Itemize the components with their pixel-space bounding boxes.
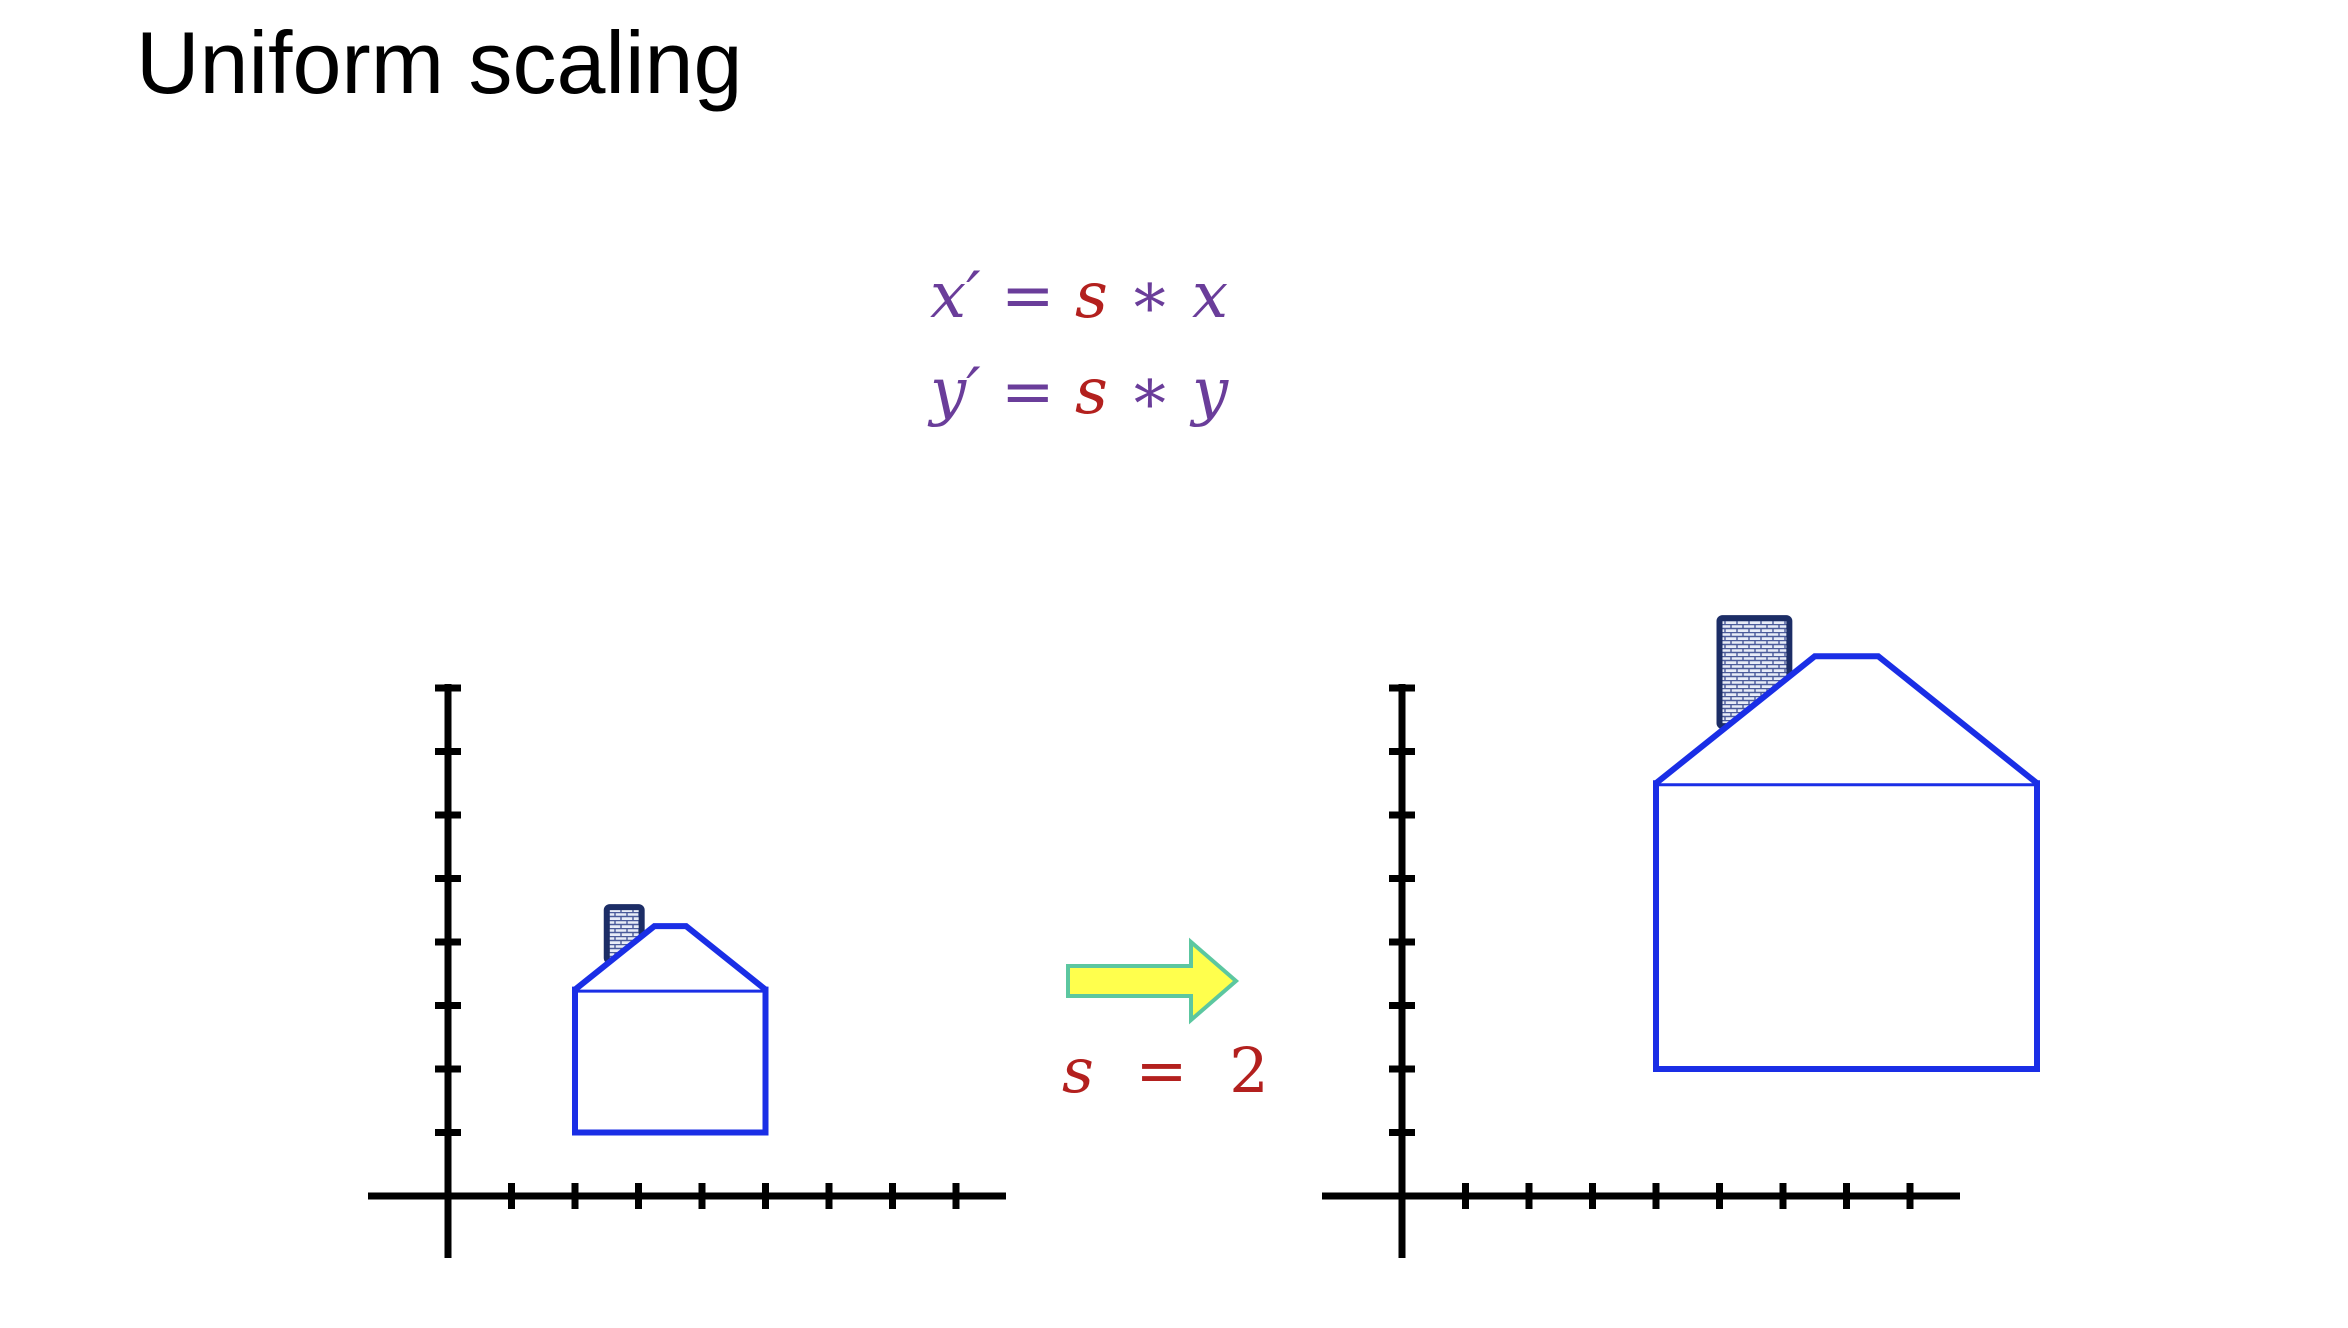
scaled-plot [1322, 615, 2040, 1258]
scale-factor-equals: = [1136, 1034, 1188, 1107]
equation-y-equals: = [1001, 355, 1055, 429]
equation-y-rhs: y [1192, 355, 1229, 429]
equation-y-scale: s [1075, 355, 1108, 429]
equation-x-times: ∗ [1128, 259, 1172, 333]
original-house-roof [573, 923, 768, 992]
equation-x-equals: = [1000, 259, 1055, 333]
scale-factor-value: 2 [1229, 1034, 1268, 1107]
scaling-equations: x′ = s ∗ x y′ = s ∗ y [930, 248, 1350, 440]
scaled-house-body [1653, 780, 2040, 1072]
equation-y: y′ = s ∗ y [930, 344, 1350, 440]
scale-factor-variable: s [1062, 1034, 1094, 1107]
original-house-body [572, 986, 769, 1136]
equation-x: x′ = s ∗ x [930, 248, 1350, 344]
original-plot [368, 684, 1006, 1258]
equation-x-scale: s [1074, 259, 1108, 333]
original-axes [368, 684, 1006, 1258]
scale-factor-label: s = 2 [1062, 1034, 1269, 1107]
slide-title: Uniform scaling [136, 13, 743, 112]
transform-arrow [1066, 937, 1240, 1025]
original-house [572, 904, 769, 1136]
equation-x-rhs: x [1191, 259, 1229, 333]
equation-y-times: ∗ [1128, 355, 1172, 429]
equation-y-lhs: y′ [930, 355, 981, 429]
scaled-house-roof [1654, 653, 2039, 786]
scaled-axes [1322, 684, 1960, 1258]
scaled-house [1653, 615, 2040, 1072]
right-arrow-icon [1066, 937, 1240, 1025]
equation-x-lhs: x′ [930, 259, 981, 333]
